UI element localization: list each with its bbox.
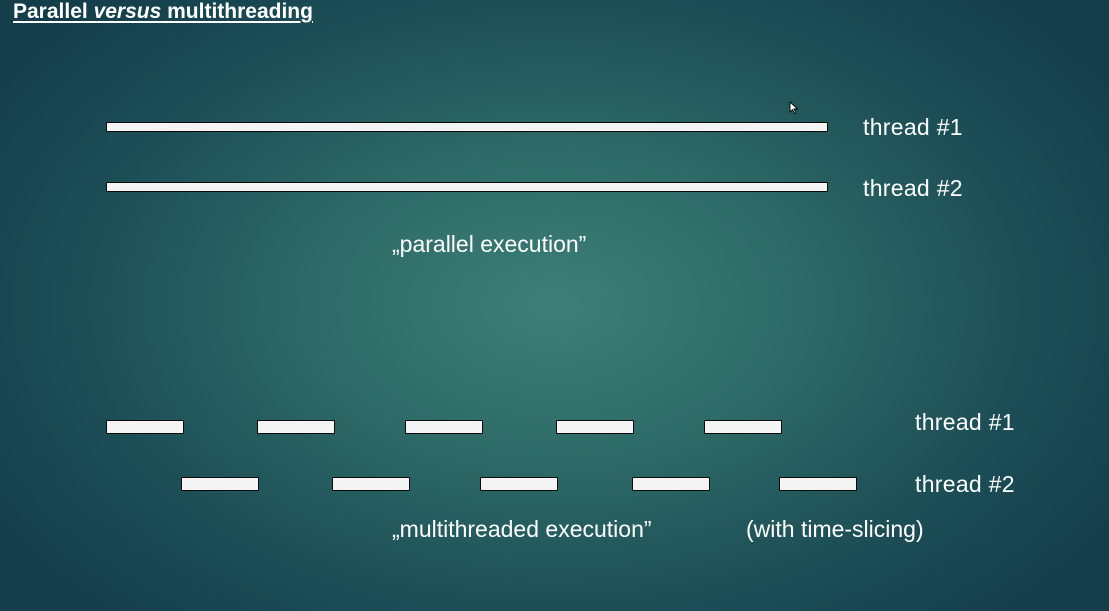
mt-note: (with time-slicing) <box>746 516 924 542</box>
parallel-thread2-label: thread #2 <box>863 175 963 201</box>
title-text-multithreading: multithreading <box>161 0 313 23</box>
mt-thread2-slice <box>779 477 857 491</box>
mt-thread2-slice <box>332 477 410 491</box>
mt-thread1-slice <box>106 420 184 434</box>
mt-caption: „multithreaded execution” <box>392 516 652 542</box>
title-text-versus: versus <box>93 0 162 23</box>
title-text-parallel: Parallel <box>13 0 94 23</box>
parallel-caption: „parallel execution” <box>392 231 587 257</box>
mt-thread2-label: thread #2 <box>915 471 1015 497</box>
parallel-thread1-bar <box>106 122 828 132</box>
mt-thread2-slice <box>181 477 259 491</box>
mt-thread1-label: thread #1 <box>915 409 1015 435</box>
mt-thread1-slice <box>405 420 483 434</box>
parallel-thread1-label: thread #1 <box>863 114 963 140</box>
mt-thread1-slice <box>704 420 782 434</box>
mouse-pointer-icon <box>789 101 799 115</box>
mt-thread1-slice <box>257 420 335 434</box>
mt-thread2-slice <box>632 477 710 491</box>
mt-thread2-slice <box>480 477 558 491</box>
parallel-thread2-bar <box>106 182 828 192</box>
slide-title: Parallel versus multithreading <box>13 0 313 24</box>
mt-thread1-slice <box>556 420 634 434</box>
